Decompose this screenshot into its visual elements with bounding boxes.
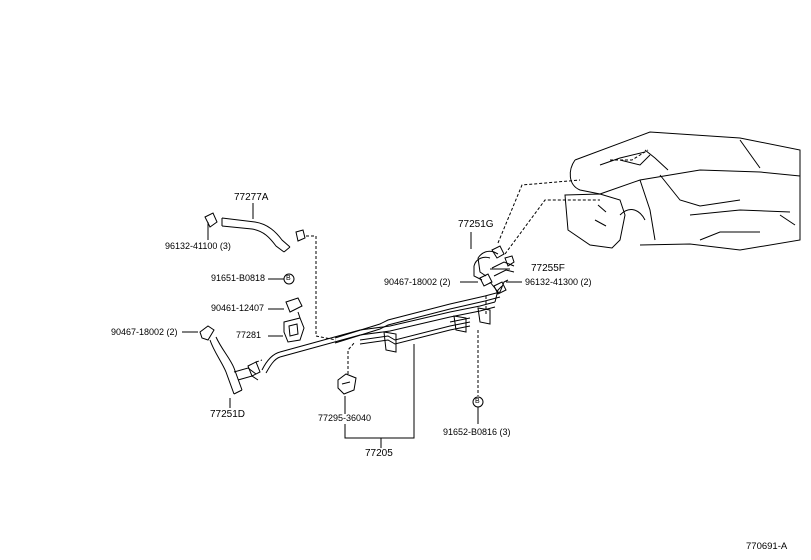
- hose-77277A: [221, 217, 291, 253]
- label-90461-12407: 90461-12407: [211, 303, 265, 313]
- tube-clip-icon: [337, 373, 357, 395]
- label-77295-36040: 77295-36040: [318, 413, 372, 423]
- label-77281: 77281: [236, 330, 262, 340]
- bolt-marker-91652-letter: B: [475, 398, 480, 405]
- hose-77251G: [473, 250, 499, 281]
- label-96132-41300: 96132-41300 (2): [525, 277, 592, 287]
- label-77251G: 77251G: [458, 219, 494, 230]
- label-77205: 77205: [365, 448, 393, 459]
- label-91651-B0818: 91651-B0818: [211, 273, 266, 283]
- hose-77251D: [209, 336, 259, 395]
- fuel-tube-assembly: [261, 279, 509, 374]
- hose-clip-icon: [199, 325, 261, 377]
- hose-clip-icon: [204, 212, 306, 242]
- fuel-tank-outline: [564, 131, 801, 251]
- label-96132-41100: 96132-41100 (3): [165, 241, 231, 251]
- bolt-marker-91651-letter: B: [286, 275, 291, 282]
- label-77251D: 77251D: [210, 409, 246, 420]
- label-90467-18002-left: 90467-18002 (2): [111, 327, 178, 337]
- diagram-reference-code: 770691-A: [746, 541, 788, 552]
- label-77255F: 77255F: [531, 263, 565, 274]
- label-77277A: 77277A: [234, 192, 269, 203]
- bracket-icon: [283, 297, 305, 343]
- hose-clip-icon: [479, 245, 515, 295]
- tube-clamp-icon: [383, 307, 491, 353]
- label-91652-B0816: 91652-B0816 (3): [443, 427, 511, 437]
- label-90467-18002-right: 90467-18002 (2): [384, 277, 451, 287]
